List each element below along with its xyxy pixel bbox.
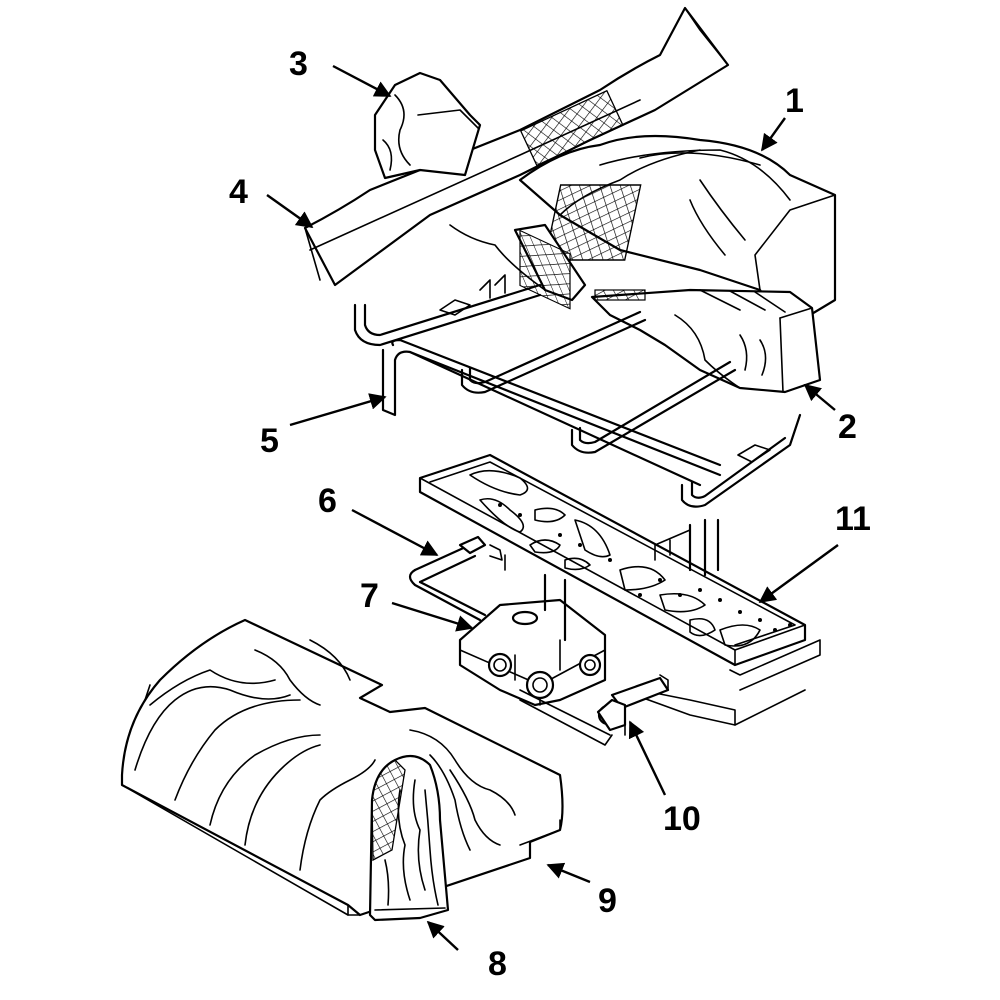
- part-cross-log: [303, 6, 730, 287]
- callout-11: 11: [758, 500, 871, 603]
- part-gas-valve: [458, 573, 613, 746]
- leader-arrow-3: [332, 64, 392, 98]
- leader-arrow-1: [761, 117, 786, 152]
- leader-arrow-8: [426, 920, 459, 951]
- callout-label-11: 11: [835, 500, 871, 538]
- leader-arrow-10: [628, 720, 667, 796]
- part-left-rear-log: [373, 71, 482, 180]
- callout-4: 4: [229, 173, 314, 228]
- callout-label-10: 10: [663, 800, 701, 838]
- leader-arrow-6: [351, 508, 439, 557]
- callout-label-9: 9: [598, 882, 617, 920]
- part-burner-pan: [418, 453, 821, 726]
- callout-label-5: 5: [260, 422, 279, 460]
- leader-arrow-7: [391, 601, 474, 632]
- leader-arrow-11: [758, 544, 839, 603]
- part-mesh-block: [449, 223, 587, 310]
- callout-2: 2: [803, 383, 857, 446]
- part-right-front-log: [590, 288, 822, 394]
- callout-label-6: 6: [318, 482, 337, 520]
- callout-3: 3: [289, 45, 392, 98]
- callout-9: 9: [546, 862, 617, 920]
- part-gas-supply-tube: [408, 535, 506, 622]
- callout-8: 8: [426, 920, 507, 983]
- callout-1: 1: [761, 82, 804, 152]
- leader-arrow-2: [803, 383, 836, 411]
- part-rear-log: [518, 134, 837, 332]
- callout-5: 5: [260, 393, 387, 460]
- callout-6: 6: [318, 482, 439, 557]
- callout-label-3: 3: [289, 45, 308, 83]
- callout-label-4: 4: [229, 173, 248, 211]
- leader-arrow-4: [266, 194, 314, 228]
- callout-label-1: 1: [785, 82, 804, 120]
- part-front-ember-log: [368, 754, 450, 922]
- callout-label-8: 8: [488, 945, 507, 983]
- leader-arrow-9: [546, 862, 591, 884]
- part-ember-bed-base: [120, 618, 564, 917]
- callout-10: 10: [628, 720, 701, 838]
- part-log-grate: [353, 274, 802, 508]
- callout-label-7: 7: [360, 577, 379, 615]
- part-pilot-assembly: [596, 674, 670, 736]
- leader-arrow-5: [289, 393, 387, 427]
- callout-label-2: 2: [838, 408, 857, 446]
- callout-7: 7: [360, 577, 474, 632]
